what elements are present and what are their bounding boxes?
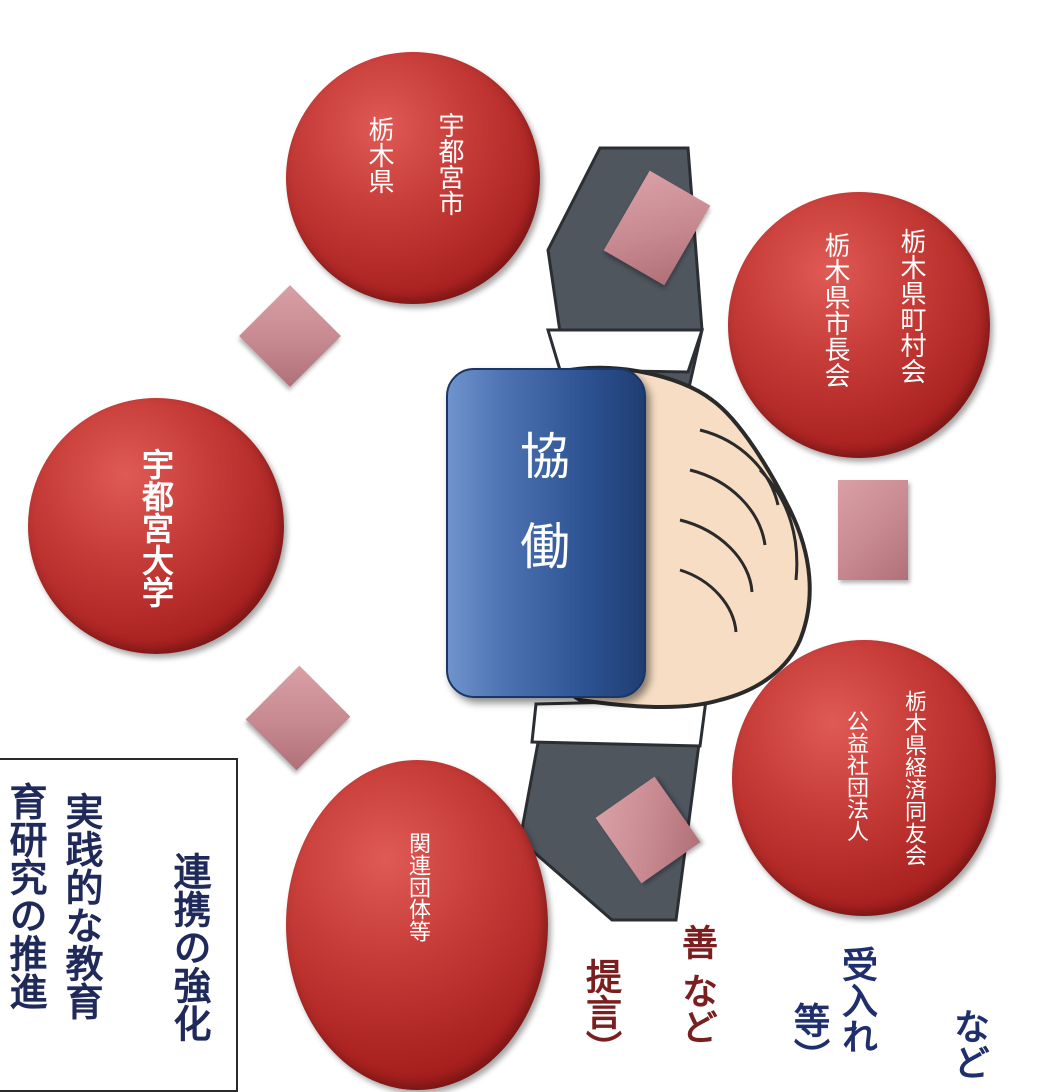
fragment-proposal: 提言） — [580, 958, 621, 1066]
node-mayors-assoc-label: 栃木県市長会 — [820, 232, 850, 388]
node-tochigi-pref-utsunomiya-city: 栃木県 宇都宮市 — [286, 52, 540, 304]
left-info-box — [0, 758, 238, 1092]
node-utsunomiya-university: 宇都宮大学 — [28, 398, 284, 654]
node-related-orgs-label: 関連団体等 — [405, 832, 430, 942]
node-utsunomiya-university-label: 宇都宮大学 — [137, 448, 175, 608]
finger-lines — [679, 428, 799, 633]
node-tochigi-pref-label: 栃木県 — [364, 116, 394, 194]
fragment-acceptance: 受入れ — [836, 946, 877, 1054]
fragment-improvement: 善 など — [676, 924, 717, 1045]
collaboration-hub-label: 協働 — [512, 430, 570, 610]
fragment-etc: 等） — [788, 1002, 829, 1074]
node-economic-doyukai-label: 栃木県経済同友会 — [901, 690, 926, 866]
node-mayors-town-village: 栃木県市長会 栃木県町村会 — [728, 192, 990, 458]
node-public-interest-corp-label: 公益社団法人 — [843, 710, 868, 842]
fragment-nado: など — [948, 1008, 989, 1080]
collaboration-hub: 協働 — [446, 368, 646, 698]
node-related-organizations: 関連団体等 — [286, 760, 548, 1090]
connector-mayors-doyukai — [838, 480, 908, 580]
left-box-line1: 育研究の推進 — [3, 782, 47, 1010]
node-utsunomiya-city-label: 宇都宮市 — [434, 112, 464, 216]
upper-cuff — [545, 328, 705, 374]
node-economic-doyukai: 公益社団法人 栃木県経済同友会 — [732, 640, 996, 916]
left-box-line3: 連携の強化 — [167, 852, 211, 1042]
node-town-village-assoc-label: 栃木県町村会 — [896, 228, 926, 384]
left-box-line2: 実践的な教育 — [59, 792, 103, 1020]
